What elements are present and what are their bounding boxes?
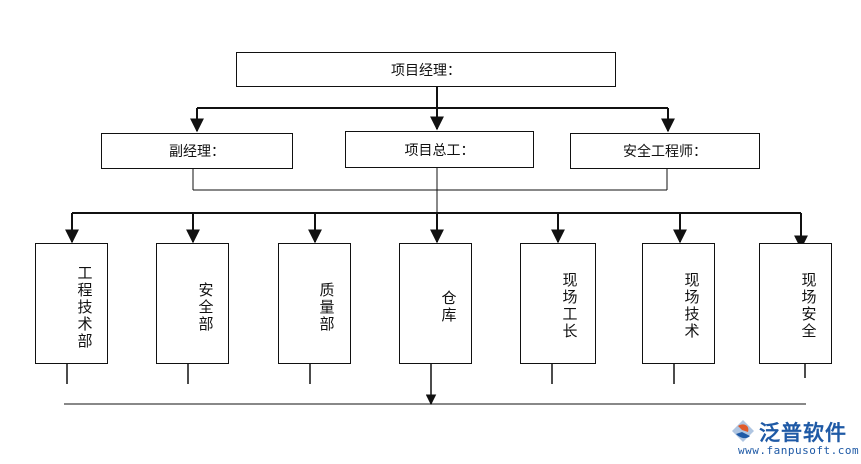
brand-url: www.fanpusoft.com	[738, 444, 860, 457]
project-manager-box: 项目经理：	[236, 52, 616, 87]
department-box: 质量部	[278, 243, 351, 364]
department-box: 安全部	[156, 243, 229, 364]
safety-engineer-label: 安全工程师：	[623, 144, 707, 160]
department-label: 现场技术	[684, 271, 700, 340]
deputy-manager-box: 副经理：	[101, 133, 293, 169]
department-label: 仓库	[441, 289, 457, 324]
brand-watermark: 泛普软件 www.fanpusoft.com	[730, 416, 859, 464]
department-box: 现场工长	[520, 243, 596, 364]
project-manager-label: 项目经理：	[391, 62, 461, 79]
fanpu-logo-icon	[732, 420, 754, 442]
chief-engineer-box: 项目总工：	[345, 131, 534, 168]
department-box: 仓库	[399, 243, 472, 364]
department-box: 工程技术部	[35, 243, 108, 364]
department-label: 工程技术部	[77, 264, 93, 350]
deputy-manager-label: 副经理：	[169, 144, 225, 160]
department-label: 安全部	[198, 281, 214, 333]
safety-engineer-box: 安全工程师：	[570, 133, 760, 169]
chief-engineer-label: 项目总工：	[404, 142, 475, 159]
department-label: 现场工长	[562, 271, 578, 340]
department-label: 现场安全	[801, 271, 817, 340]
department-box: 现场安全	[759, 243, 832, 364]
brand-name: 泛普软件	[759, 421, 847, 445]
department-label: 质量部	[319, 281, 335, 333]
department-box: 现场技术	[642, 243, 715, 364]
